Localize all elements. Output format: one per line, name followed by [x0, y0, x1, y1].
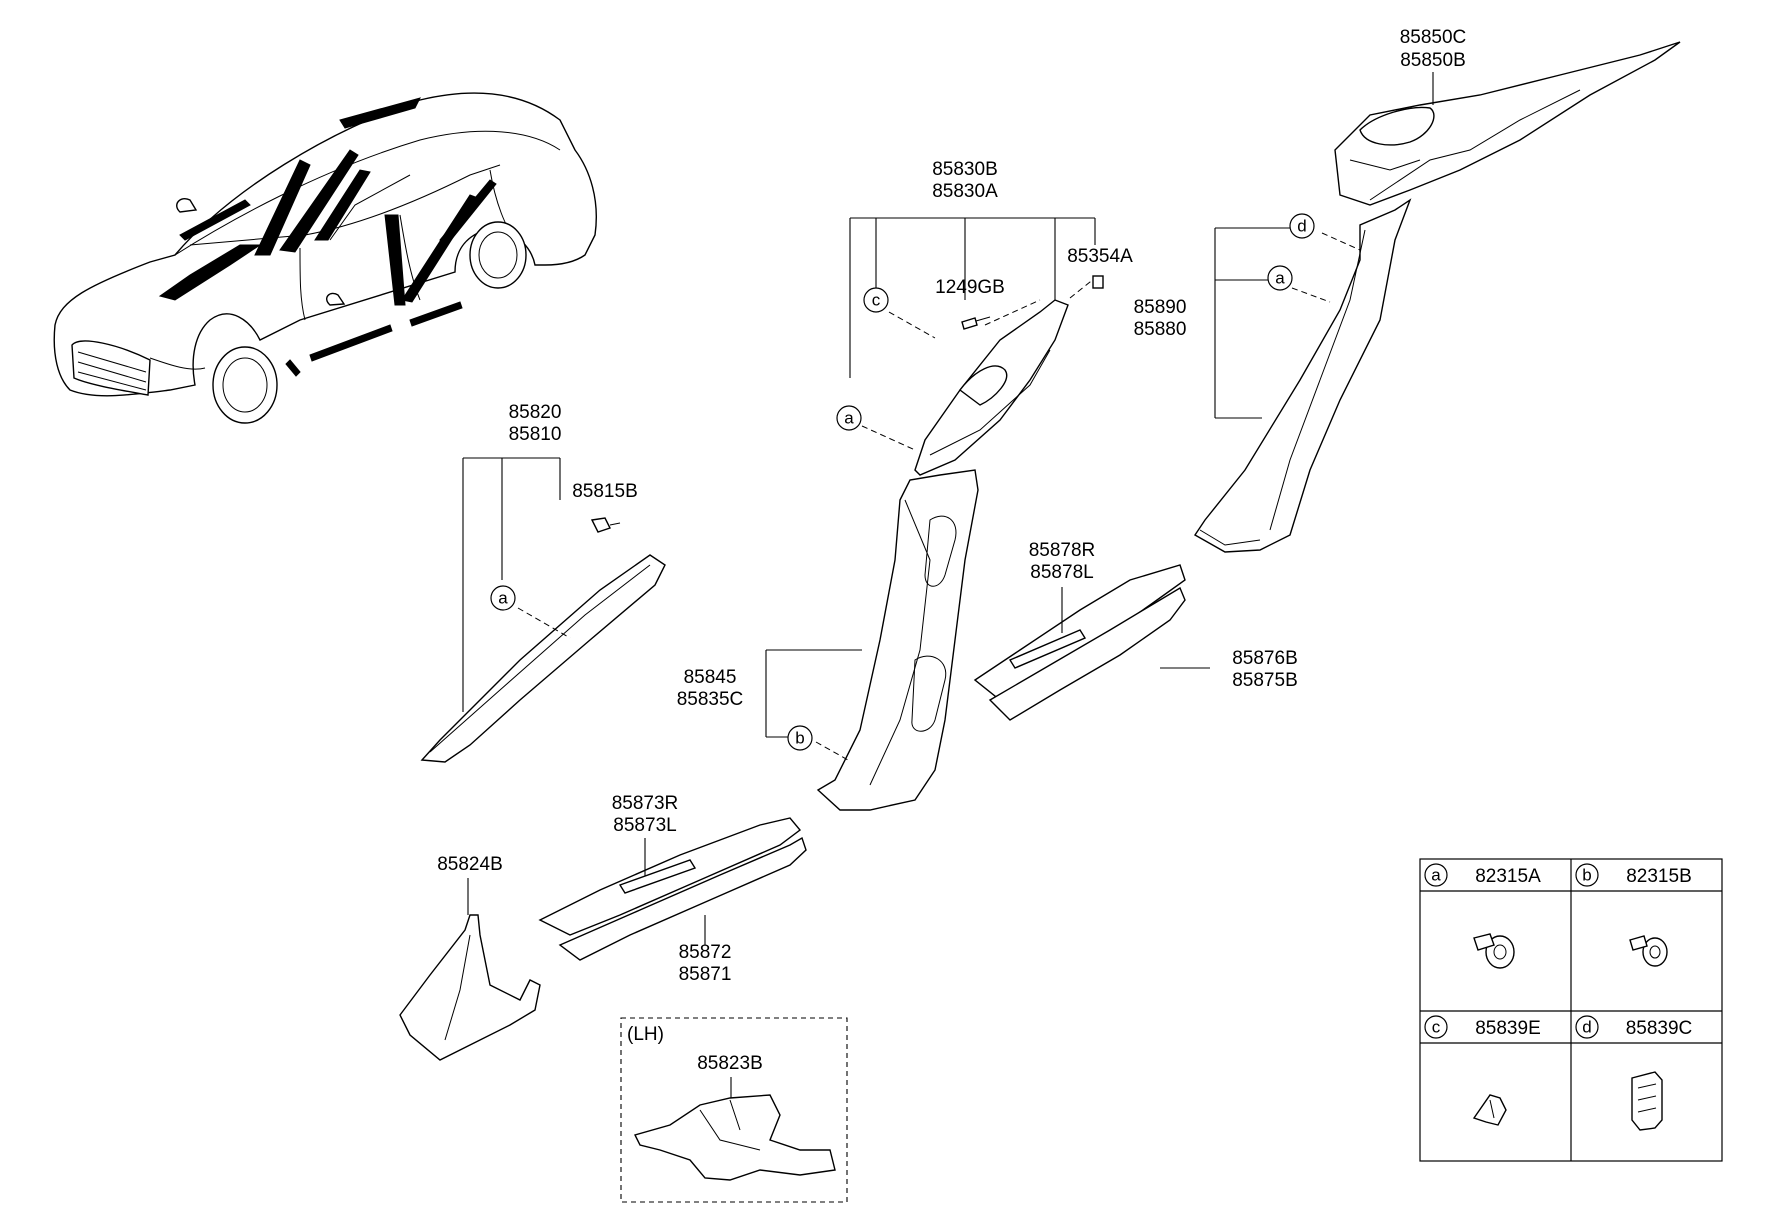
label-85815b: 85815B — [572, 481, 638, 502]
label-85873l: 85873L — [613, 815, 676, 836]
callout-circles: a c d a a b — [490, 213, 1315, 751]
label-85890: 85890 — [1134, 297, 1187, 318]
label-85876b: 85876B — [1232, 648, 1298, 669]
legend-cell-a: a 82315A — [1424, 863, 1541, 969]
svg-text:b: b — [1582, 866, 1591, 885]
label-85354a: 85354A — [1067, 246, 1133, 267]
svg-text:a: a — [1431, 866, 1441, 885]
legend-cell-c: c 85839E — [1424, 1015, 1541, 1126]
part-85824b-kick-panel: 85824B — [399, 854, 541, 1061]
svg-text:a: a — [844, 409, 854, 428]
part-85872-front-sill: 85873R 85873L 85872 85871 — [538, 793, 807, 985]
label-85880: 85880 — [1134, 319, 1187, 340]
label-85823b: 85823B — [697, 1053, 763, 1074]
label-85830a: 85830A — [932, 181, 998, 202]
svg-text:a: a — [1275, 269, 1285, 288]
clip-85839c-icon — [1631, 1071, 1663, 1131]
callout-a-85820: a — [490, 585, 516, 611]
callout-b-85845: b — [787, 725, 813, 751]
callout-d-85890: d — [1289, 213, 1315, 239]
label-1249gb: 1249GB — [935, 277, 1005, 298]
legend-part-85839c: 85839C — [1626, 1018, 1693, 1039]
svg-text:c: c — [872, 291, 881, 310]
clip-85839e-icon — [1472, 1094, 1507, 1126]
part-85830-center-pillar-upper: 85830B 85830A 1249GB 85354A — [849, 159, 1133, 476]
car-illustration — [53, 92, 597, 424]
legend-part-85839e: 85839E — [1475, 1018, 1541, 1039]
label-85875b: 85875B — [1232, 670, 1298, 691]
label-85878l: 85878L — [1030, 562, 1093, 583]
label-85871: 85871 — [679, 964, 732, 985]
svg-text:a: a — [498, 589, 508, 608]
label-85824b: 85824B — [437, 854, 503, 875]
legend-cell-b: b 82315B — [1575, 863, 1692, 967]
label-85820: 85820 — [509, 402, 562, 423]
label-85850b: 85850B — [1400, 50, 1466, 71]
legend-part-82315a: 82315A — [1475, 866, 1541, 887]
svg-text:b: b — [795, 729, 804, 748]
part-85890-rear-pillar: 85890 85880 — [1134, 198, 1412, 553]
svg-text:d: d — [1582, 1018, 1591, 1037]
legend-cell-d: d 85839C — [1575, 1015, 1693, 1131]
part-85876-rear-sill: 85878R 85878L 85876B 85875B — [973, 540, 1298, 721]
callout-a-85890: a — [1267, 265, 1293, 291]
svg-text:d: d — [1297, 217, 1306, 236]
legend-part-82315b: 82315B — [1626, 866, 1692, 887]
lh-detail-box: (LH) 85823B — [620, 1017, 848, 1203]
label-85878r: 85878R — [1029, 540, 1096, 561]
label-85835c: 85835C — [677, 689, 744, 710]
part-85820-front-pillar: 85820 85810 85815B — [420, 402, 666, 763]
label-lh: (LH) — [627, 1024, 664, 1045]
label-85810: 85810 — [509, 424, 562, 445]
clip-82315a-icon — [1473, 933, 1515, 969]
callout-c-85830: c — [863, 287, 889, 313]
clip-82315b-icon — [1629, 935, 1668, 967]
label-85830b: 85830B — [932, 159, 998, 180]
label-85872: 85872 — [679, 942, 732, 963]
part-85850-rear-pillar-upper: 85850C 85850B — [1334, 27, 1681, 206]
svg-text:c: c — [1432, 1018, 1441, 1037]
legend-table: a 82315A b 82315B c 85839E — [1419, 858, 1723, 1162]
label-85845: 85845 — [684, 667, 737, 688]
label-85873r: 85873R — [612, 793, 679, 814]
label-85850c: 85850C — [1400, 27, 1467, 48]
callout-a-85830: a — [836, 405, 862, 431]
part-85845-center-pillar-lower: 85845 85835C — [677, 469, 979, 811]
